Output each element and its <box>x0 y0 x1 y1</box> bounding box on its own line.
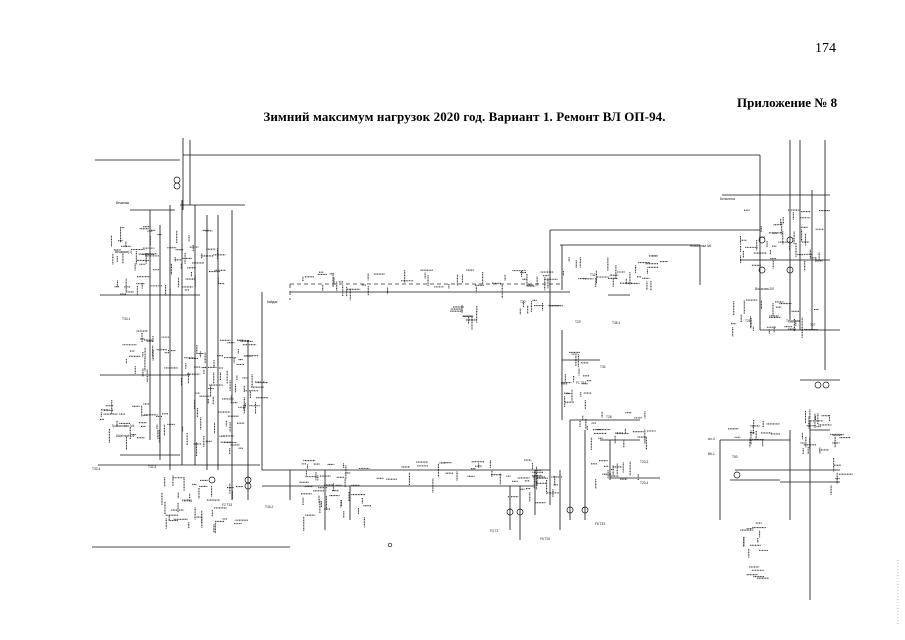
label-29: В6-1 <box>708 452 715 456</box>
page-number: 174 <box>815 41 836 56</box>
label-32: Т34 <box>600 365 606 369</box>
scheme-lines <box>92 138 840 600</box>
label-26: Т20-4 <box>640 481 649 485</box>
label-9: Т33-1 <box>122 317 131 321</box>
label-2: Кайдак <box>267 300 278 304</box>
label-31: Т26 <box>606 415 612 419</box>
scheme-labels: Вешняки Кайдак Вешняки(1) Гранатовая 3/4… <box>92 197 816 541</box>
label-25: Т20-3 <box>640 460 649 464</box>
label-24: Бельгинск <box>720 197 736 201</box>
label-4: Гранатовая 3/4 <box>112 424 134 428</box>
label-1: Вешняки <box>116 201 129 205</box>
label-10: Т32-4 <box>92 467 101 471</box>
label-21: Т35-1 <box>612 321 621 325</box>
label-27: Т27 <box>810 323 816 327</box>
label-3: Вешняки(1) <box>115 250 132 254</box>
label-23: Т28 <box>745 319 751 323</box>
label-19: Вольгова 2/0 <box>755 287 774 291</box>
equipment-symbols <box>173 176 830 548</box>
appendix-label: Приложение № 8 <box>737 95 838 110</box>
label-28: Ал-4 <box>708 437 715 441</box>
dashed-repair-line <box>289 283 560 300</box>
label-14: F6 Т33 <box>595 522 605 526</box>
label-6: Т32-3 <box>148 465 157 469</box>
label-16: Т20 <box>520 300 526 304</box>
page-title: Зимний максимум нагрузок 2020 год. Вариа… <box>0 109 905 125</box>
label-17: Т32 <box>590 273 596 277</box>
label-20: Трудовая <box>786 319 800 323</box>
label-18: Новосёлки 3/6 <box>690 244 711 248</box>
label-30: Т50 <box>732 455 738 459</box>
label-11: Т33-2 <box>265 505 274 509</box>
label-5: Шахтной 1/5 <box>116 434 135 438</box>
label-22: Т29 <box>575 320 581 324</box>
label-7: F1 Т35 <box>182 499 192 503</box>
page-title-text: Зимний максимум нагрузок 2020 год. Вариа… <box>263 109 666 124</box>
annotation-clutter <box>100 209 853 579</box>
label-13: F5 Т20 <box>540 537 550 541</box>
label-15: F1 Т34 <box>576 381 586 385</box>
label-8: F2 Т33 <box>222 503 232 507</box>
label-12: F3 Т2 <box>490 529 499 533</box>
